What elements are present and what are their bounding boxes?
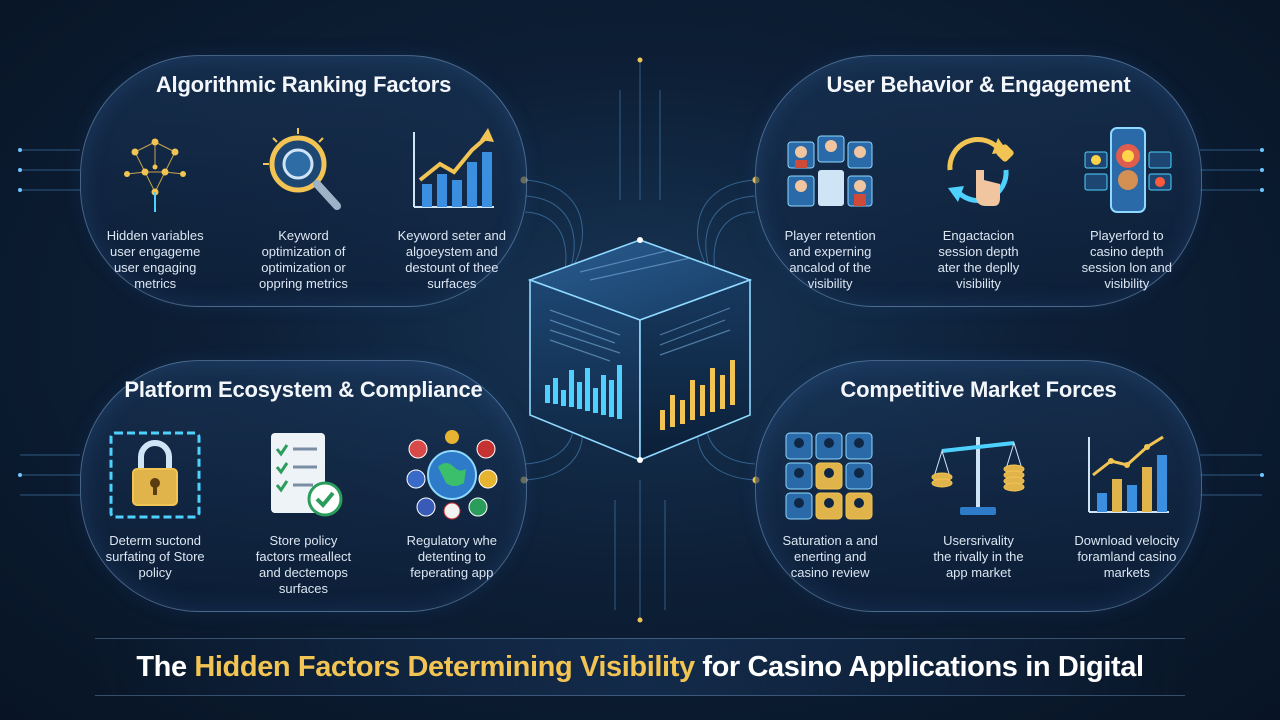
factor-caption: Keyword seter and algoeystem and destoun…	[397, 228, 507, 291]
growth-chart-icon	[412, 128, 494, 208]
panel-title: Algorithmic Ranking Factors	[155, 72, 452, 97]
factor-caption: Store policy factors rmeallect and decte…	[255, 533, 352, 596]
factor-caption: Keyword optimization of optimization or …	[259, 228, 348, 291]
heatmap-phone-icon	[1084, 127, 1172, 213]
factor-caption: Player retention and experning ancalod o…	[784, 228, 876, 291]
factor-item: Determ suctond surfating of Store policy	[90, 427, 220, 597]
factor-item: Store policy factors rmeallect and decte…	[238, 427, 368, 597]
factor-item: Download velocity foramland casino marke…	[1062, 427, 1192, 581]
neural-network-icon	[124, 138, 187, 212]
factor-item: Usersrivality the rivally in the app mar…	[913, 427, 1043, 581]
users-screens-icon	[787, 135, 873, 207]
factor-item: Keyword seter and algoeystem and destoun…	[387, 122, 517, 292]
banner-text-end: for Casino Applications in Digital	[694, 651, 1144, 683]
factor-caption: Engactacion session depth ater the depll…	[937, 228, 1020, 291]
cycle-hand-icon	[947, 136, 1015, 206]
factor-caption: Usersrivality the rivally in the app mar…	[933, 533, 1024, 580]
user-tiles-icon	[785, 432, 873, 520]
panel-title: User Behavior & Engagement	[826, 72, 1131, 97]
banner-highlight: Hidden Factors Determining Visibility	[194, 651, 695, 683]
globe-flags-icon	[406, 430, 498, 520]
panel-platform-ecosystem: Platform Ecosystem & Compliance Determ s…	[80, 360, 527, 612]
factor-item: Regulatory whe detenting to feperating a…	[387, 427, 517, 597]
panel-title: Competitive Market Forces	[840, 377, 1117, 402]
factor-caption: Saturation a and enerting and casino rev…	[782, 533, 878, 580]
factor-caption: Determ suctond surfating of Store policy	[105, 533, 205, 580]
magnifier-chip-icon	[263, 128, 342, 210]
panel-competitive-market: Competitive Market Forces Satu	[755, 360, 1202, 612]
factor-item: Player retention and experning ancalod o…	[765, 122, 895, 292]
panel-user-behavior: User Behavior & Engagement Player retent…	[755, 55, 1202, 307]
factor-item: Playerford to casino depth session lon a…	[1062, 122, 1192, 292]
download-chart-icon	[1087, 435, 1169, 513]
factor-item: Saturation a and enerting and casino rev…	[765, 427, 895, 581]
panel-title: Platform Ecosystem & Compliance	[124, 377, 483, 402]
factor-caption: Download velocity foramland casino marke…	[1074, 533, 1180, 580]
balance-scale-icon	[931, 437, 1025, 515]
factor-item: Engactacion session depth ater the depll…	[913, 122, 1043, 292]
checklist-icon	[271, 433, 343, 517]
data-cube	[527, 237, 753, 463]
factor-caption: Hidden variables user engageme user enga…	[106, 228, 204, 291]
panel-algorithmic-ranking: Algorithmic Ranking Factors Hidden vari	[80, 55, 527, 307]
factor-caption: Playerford to casino depth session lon a…	[1081, 228, 1172, 291]
factor-item: Hidden variables user engageme user enga…	[90, 122, 220, 292]
title-banner: The Hidden Factors Determining Visibilit…	[95, 638, 1185, 696]
padlock-chain-icon	[109, 431, 201, 519]
factor-caption: Regulatory whe detenting to feperating a…	[406, 533, 497, 580]
banner-text-start: The	[136, 651, 195, 683]
factor-item: Keyword optimization of optimization or …	[238, 122, 368, 292]
